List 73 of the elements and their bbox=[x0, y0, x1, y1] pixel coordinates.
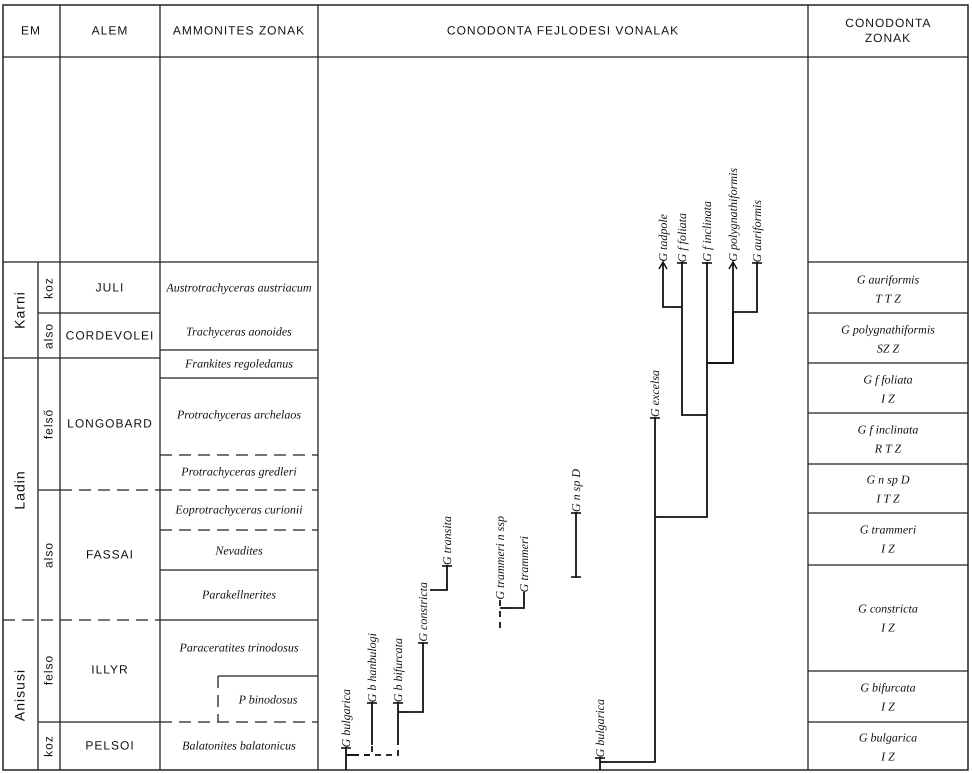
ammonite-zone-name: Protrachyceras gredleri bbox=[181, 464, 297, 480]
lineage-branch bbox=[658, 261, 675, 308]
conodont-zone-name: G f foliata bbox=[863, 372, 913, 388]
lineage-branch bbox=[430, 585, 448, 591]
conodont-zone-name: G auriformis bbox=[856, 272, 920, 288]
zone-abbreviation: I Z bbox=[881, 700, 895, 714]
conodont-zone-name: G bulgarica bbox=[858, 730, 918, 746]
column-header: CONODONTA ZONAK bbox=[845, 16, 931, 46]
taxon-name: G f inclinata bbox=[700, 200, 714, 262]
zone-abbreviation: T T Z bbox=[875, 292, 901, 306]
substage-name: koz bbox=[42, 277, 56, 299]
column-header: AMMONITES ZONAK bbox=[172, 24, 306, 38]
taxon-name: G f foliata bbox=[675, 212, 689, 262]
taxon-name: G n sp D bbox=[569, 468, 583, 512]
substage-name: FASSAI bbox=[86, 548, 134, 562]
lineage-branch bbox=[607, 752, 656, 763]
lineage-branch bbox=[507, 600, 525, 609]
substage-name: koz bbox=[42, 735, 56, 757]
taxon-name: G b hanbulogi bbox=[365, 632, 379, 702]
stage-name: Karni bbox=[11, 291, 28, 329]
column-header: ALEM bbox=[92, 24, 128, 38]
zone-abbreviation: R T Z bbox=[874, 442, 902, 456]
conodont-zone-name: G bifurcata bbox=[860, 680, 916, 696]
lineage-branch bbox=[405, 705, 424, 713]
lineage-branch bbox=[353, 742, 399, 756]
zone-abbreviation: SZ Z bbox=[876, 342, 900, 356]
lineage-branch bbox=[662, 510, 708, 518]
ammonite-zone-name: Balatonites balatonicus bbox=[182, 738, 296, 754]
taxon-name: G b bifurcata bbox=[391, 636, 405, 702]
zone-abbreviation: I T Z bbox=[876, 492, 900, 506]
ammonite-zone-name: Trachyceras aonoides bbox=[186, 324, 292, 340]
column-header: CONODONTA FEJLODESI VONALAK bbox=[446, 24, 680, 38]
zone-abbreviation: I Z bbox=[881, 392, 895, 406]
taxon-name: G transita bbox=[440, 514, 454, 565]
zone-abbreviation: I Z bbox=[881, 620, 895, 636]
conodont-zone-name: G constricta bbox=[858, 602, 918, 616]
ammonite-zone-name: P binodosus bbox=[238, 692, 298, 708]
lineage-branch bbox=[681, 410, 700, 416]
taxon-name: G excelsa bbox=[648, 369, 662, 417]
ammonite-zone-name: Parakellnerites bbox=[202, 588, 276, 602]
ammonite-zone-name: Eoprotrachyceras curionii bbox=[175, 502, 303, 518]
stage-name: Ladin bbox=[11, 470, 28, 510]
taxon-name: G bulgarica bbox=[593, 698, 607, 757]
stage-name: Anisusi bbox=[11, 668, 28, 722]
taxon-name: G constricta bbox=[416, 581, 430, 642]
conodont-zone-name: G polygnathiformis bbox=[841, 322, 935, 338]
taxon-name: G auriformis bbox=[750, 198, 764, 262]
ammonite-zone-name: Paraceratites trinodosus bbox=[180, 640, 298, 656]
substage-name: PELSOI bbox=[85, 738, 135, 754]
conodont-zone-name: G n sp D bbox=[866, 472, 910, 488]
ammonite-zone-name: Nevadites bbox=[215, 544, 263, 558]
substage-name: ILLYR bbox=[91, 662, 129, 678]
zone-abbreviation: I Z bbox=[881, 542, 895, 556]
substage-name: also bbox=[42, 323, 56, 349]
substage-name: felso bbox=[42, 654, 56, 686]
ammonite-zone-name: Frankites regoledanus bbox=[185, 356, 293, 372]
lineage-branch bbox=[714, 306, 758, 364]
taxon-name: G tadpole bbox=[656, 213, 670, 262]
ammonite-zone-name: Austrotrachyceras austriacum bbox=[166, 280, 312, 296]
conodont-zone-name: G trammeri bbox=[860, 522, 916, 538]
substage-name: JULI bbox=[96, 280, 124, 296]
taxon-name: G polygnathiformis bbox=[726, 167, 740, 262]
taxon-name: G trammeri n ssp bbox=[493, 515, 507, 600]
taxon-name: G trammeri bbox=[517, 534, 531, 592]
substage-name: felső bbox=[42, 408, 56, 440]
substage-name: LONGOBARD bbox=[67, 416, 153, 432]
taxon-name: G bulgarica bbox=[339, 688, 353, 747]
column-header: EM bbox=[21, 24, 41, 38]
substage-name: CORDEVOLEI bbox=[66, 328, 154, 344]
zone-abbreviation: I Z bbox=[881, 750, 895, 764]
conodont-zone-name: G f inclinata bbox=[858, 422, 918, 438]
ammonite-zone-name: Protrachyceras archelaos bbox=[176, 408, 302, 422]
substage-name: also bbox=[42, 542, 56, 568]
